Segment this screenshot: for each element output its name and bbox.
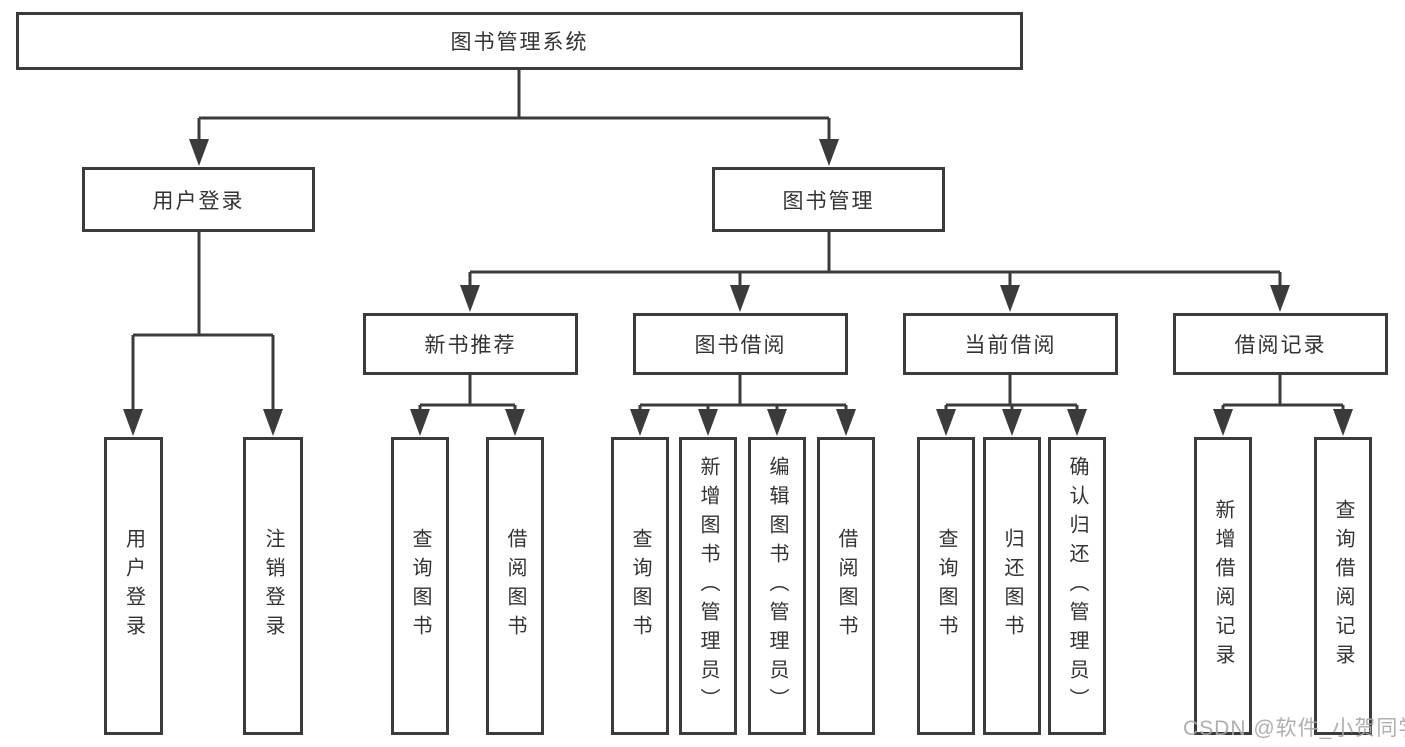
- node-new-book-recommend-label: 新书推荐: [424, 334, 517, 357]
- node-current-borrowing-label: 当前借阅: [964, 334, 1057, 357]
- leaf-logout: 注销登录: [243, 437, 303, 735]
- leaf-return-books-label: 归还图书: [1001, 528, 1023, 644]
- leaf-newbook-query-books: 查询图书: [391, 437, 449, 735]
- leaf-confirm-return-admin-label: 确认归还（管理员）: [1066, 455, 1088, 717]
- leaf-newbook-borrow-books-label: 借阅图书: [504, 528, 526, 644]
- node-book-borrowing: 图书借阅: [633, 313, 848, 375]
- leaf-borrowing-query-books: 查询图书: [611, 437, 669, 735]
- leaf-user-login-label: 用户登录: [122, 528, 145, 644]
- node-user-login: 用户登录: [82, 167, 315, 232]
- leaf-edit-books-admin-label: 编辑图书（管理员）: [766, 455, 788, 717]
- leaf-current-query-books: 查询图书: [917, 437, 975, 735]
- node-library-system: 图书管理系统: [16, 12, 1023, 70]
- leaf-borrowing-query-books-label: 查询图书: [629, 528, 651, 644]
- node-borrowing-records: 借阅记录: [1173, 313, 1388, 375]
- leaf-borrowing-borrow-books: 借阅图书: [817, 437, 875, 735]
- leaf-current-query-books-label: 查询图书: [935, 528, 957, 644]
- leaf-query-borrow-record-label: 查询借阅记录: [1332, 499, 1354, 673]
- leaf-newbook-query-books-label: 查询图书: [409, 528, 431, 644]
- leaf-return-books: 归还图书: [983, 437, 1041, 735]
- leaf-query-borrow-record: 查询借阅记录: [1314, 437, 1372, 735]
- leaf-add-books-admin: 新增图书（管理员）: [679, 437, 737, 735]
- node-user-login-label: 用户登录: [152, 189, 245, 213]
- leaf-borrowing-borrow-books-label: 借阅图书: [835, 528, 857, 644]
- node-new-book-recommend: 新书推荐: [363, 313, 578, 375]
- leaf-edit-books-admin: 编辑图书（管理员）: [748, 437, 806, 735]
- node-current-borrowing: 当前借阅: [903, 313, 1118, 375]
- node-book-borrowing-label: 图书借阅: [694, 334, 787, 357]
- csdn-watermark: CSDN @软件_小贺同学: [1183, 712, 1405, 742]
- node-book-management: 图书管理: [712, 167, 945, 232]
- node-book-management-label: 图书管理: [782, 189, 875, 213]
- node-borrowing-records-label: 借阅记录: [1234, 334, 1327, 357]
- leaf-logout-label: 注销登录: [262, 528, 284, 644]
- leaf-add-borrow-record: 新增借阅记录: [1194, 437, 1252, 735]
- leaf-confirm-return-admin: 确认归还（管理员）: [1048, 437, 1106, 735]
- leaf-newbook-borrow-books: 借阅图书: [486, 437, 544, 735]
- csdn-watermark-text: CSDN @软件_小贺同学: [1183, 717, 1405, 740]
- node-library-system-label: 图书管理系统: [450, 31, 589, 54]
- leaf-add-books-admin-label: 新增图书（管理员）: [697, 455, 719, 717]
- leaf-user-login: 用户登录: [104, 437, 163, 735]
- leaf-add-borrow-record-label: 新增借阅记录: [1212, 499, 1234, 673]
